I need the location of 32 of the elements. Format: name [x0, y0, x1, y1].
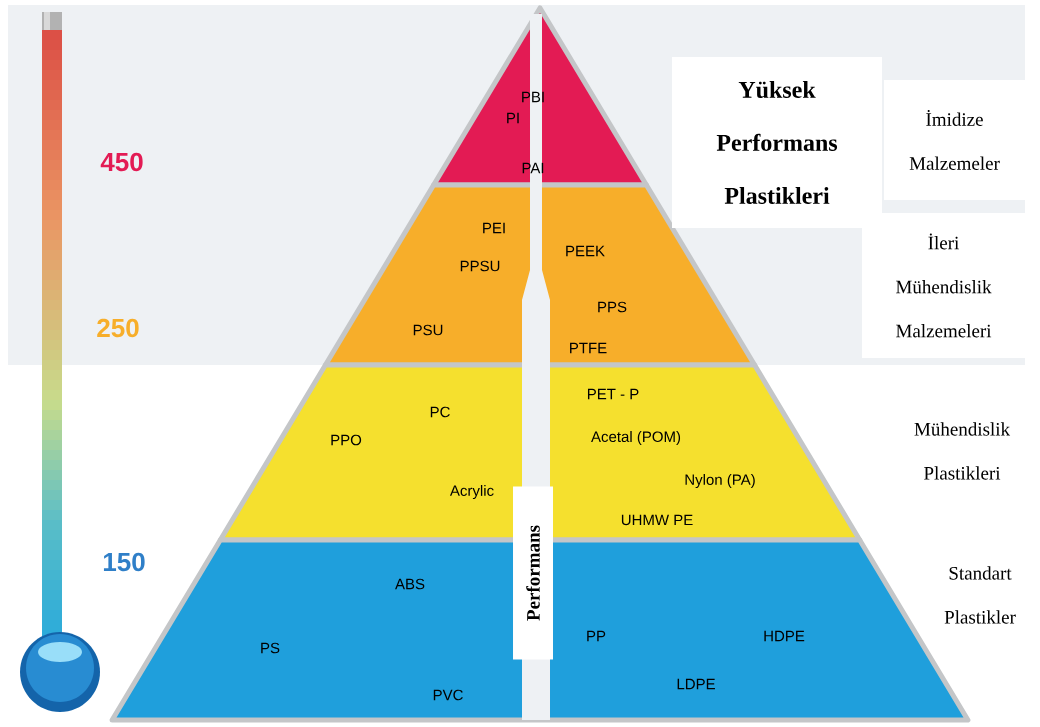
material-label: HDPE: [764, 630, 805, 642]
material-label: Nylon (PA): [685, 474, 755, 488]
material-label: PET - P: [588, 388, 639, 400]
category-label: Mühendislik Plastikleri: [914, 422, 1011, 480]
scale-value: 150: [103, 552, 145, 572]
node-label: İmidize Malzemeler: [909, 110, 1000, 170]
material-label: PI: [507, 112, 519, 124]
material-label: PPO: [331, 434, 362, 446]
material-label: UHMW PE: [621, 514, 693, 526]
material-label: PPSU: [460, 260, 500, 272]
material-label: PPS: [598, 301, 627, 313]
material-label: PEI: [483, 222, 505, 234]
material-label: PEEK: [566, 245, 605, 257]
material-label: PC: [430, 406, 450, 418]
category-box: İmidize Malzemeler: [884, 80, 1025, 200]
material-label: PSU: [413, 324, 443, 336]
material-label: PP: [587, 630, 606, 642]
material-label: PS: [261, 642, 280, 654]
material-label: PVC: [433, 689, 463, 701]
material-label: LDPE: [677, 678, 715, 690]
category-box: Yüksek Performans Plastikleri: [672, 57, 882, 228]
category-box: İleri Mühendislik Malzemeleri: [862, 213, 1025, 358]
scale-value: 450: [100, 152, 143, 172]
material-label: Acrylic: [449, 485, 494, 499]
scale-value: 250: [97, 318, 139, 338]
node-label: Yüksek Performans Plastikleri: [716, 81, 838, 204]
material-label: PTFE: [570, 342, 607, 354]
category-label: Standart Plastikler: [944, 566, 1016, 624]
material-label: ABS: [395, 578, 425, 590]
node-label: İleri Mühendislik Malzemeleri: [896, 233, 992, 338]
performance-label: Performans: [513, 486, 553, 660]
material-label: Acetal (POM): [591, 431, 681, 445]
